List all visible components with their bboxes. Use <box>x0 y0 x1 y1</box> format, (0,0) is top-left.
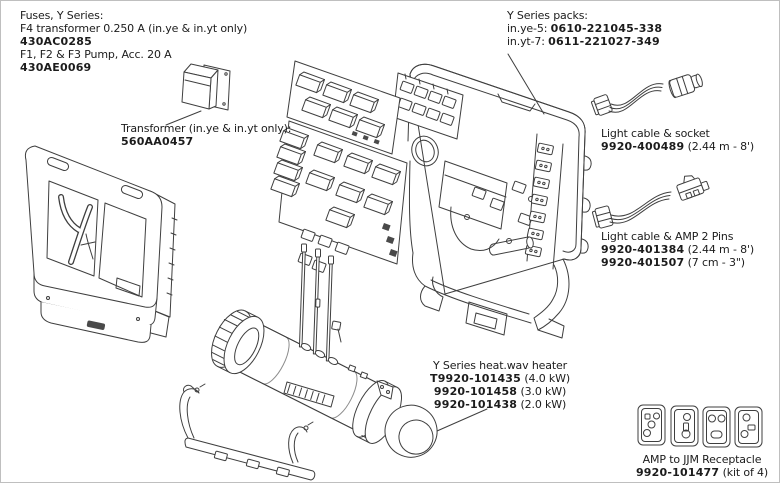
light-socket-size: (2.44 m - 8') <box>684 140 754 153</box>
cable-end-connector <box>590 94 613 116</box>
heater-stud <box>331 320 342 343</box>
packs-line1: in.ye-5: 0610-221045-338 <box>507 22 662 35</box>
light-amp-size1: (2.44 m - 8') <box>684 243 754 256</box>
packs-title: Y Series packs: <box>507 9 588 22</box>
fuses-part1: 430AC0285 <box>20 35 92 48</box>
cover-handle-slot <box>120 184 144 200</box>
chassis-left-foot <box>412 252 444 312</box>
light-socket-part: 9920-400489 <box>601 140 685 153</box>
heater-terminal-strip <box>283 381 335 408</box>
heater-probe <box>325 255 339 366</box>
heater-line3: 9920-101438 (2.0 kW) <box>421 398 579 411</box>
fuses-desc2: F1, F2 & F3 Pump, Acc. 20 A <box>20 48 172 61</box>
receptacle-title: AMP to JJM Receptacle <box>642 453 762 466</box>
packs-label: Y Series packs: in.ye-5: 0610-221045-338… <box>507 9 662 48</box>
receptacle-plate-icon <box>734 406 763 448</box>
light-amp-title: Light cable & AMP 2 Pins <box>601 230 734 243</box>
fuses-label: Fuses, Y Series: F4 transformer 0.250 A … <box>20 9 247 74</box>
pcb-lower-art <box>270 120 408 274</box>
light-amp-size2: (7 cm - 3") <box>684 256 745 269</box>
chassis-terminal-cluster <box>392 72 464 140</box>
heater-mount-tab <box>376 380 394 400</box>
brand-label <box>86 320 106 330</box>
receptacle-plate-icon <box>637 404 666 446</box>
light-socket-connector <box>668 73 703 99</box>
transformer-label: Transformer (in.ye & in.yt only): 560AA0… <box>121 122 291 148</box>
chassis-spout <box>488 236 534 256</box>
fuses-title: Fuses, Y Series: <box>20 9 104 22</box>
receptacle-line: 9920-101477 (kit of 4) <box>629 466 775 479</box>
transformer-art <box>181 63 231 111</box>
transformer-title: Transformer (in.ye & in.yt only): <box>121 122 292 135</box>
packs-part1: 0610-221045-338 <box>550 22 663 35</box>
chassis-top-notch <box>497 93 536 112</box>
light-amp-line1: 9920-401384 (2.44 m - 8') <box>601 243 754 256</box>
heater-left-coupler <box>211 309 265 375</box>
chassis-center-foot <box>465 301 508 336</box>
receptacle-label: AMP to JJM Receptacle 9920-101477 (kit o… <box>629 453 775 479</box>
light-socket-title: Light cable & socket <box>601 127 710 140</box>
leader-line-transformer <box>165 110 202 126</box>
light-amp-part2: 9920-401507 <box>601 256 685 269</box>
heater-probe <box>312 248 326 359</box>
leader-line-heater <box>436 408 488 432</box>
heater-title: Y Series heat.wav heater <box>432 359 568 372</box>
cable-end-connector <box>591 205 614 229</box>
pack-front-cover-art <box>24 145 178 343</box>
heater-assembly-art <box>211 243 438 458</box>
receptacle-plates-art <box>637 404 763 448</box>
chassis-round-hole <box>411 135 439 167</box>
receptacle-part: 9920-101477 <box>635 466 720 479</box>
packs-part2: 0611-221027-349 <box>548 35 660 48</box>
pack-chassis-art <box>392 63 592 339</box>
receptacle-plate-icon <box>670 405 699 447</box>
heater-size3: (2.0 kW) <box>517 398 567 411</box>
amp-2pin-connector <box>676 175 710 201</box>
chassis-right-foot <box>533 258 570 331</box>
transformer-part: 560AA0457 <box>121 135 194 148</box>
light-amp-line2: 9920-401507 (7 cm - 3") <box>601 256 754 269</box>
heater-line2: 9920-101458 (3.0 kW) <box>421 385 579 398</box>
heater-line1: T9920-101435 (4.0 kW) <box>421 372 579 385</box>
packs-model2: in.yt-7: <box>507 35 549 48</box>
y-logo-dagger <box>80 233 96 260</box>
light-amp-label: Light cable & AMP 2 Pins 9920-401384 (2.… <box>601 230 754 269</box>
light-socket-line: 9920-400489 (2.44 m - 8') <box>601 140 754 153</box>
cover-handle-slot <box>46 156 70 172</box>
heater-label: Y Series heat.wav heater T9920-101435 (4… <box>421 359 579 411</box>
receptacle-size: (kit of 4) <box>719 466 769 479</box>
heater-part1: T9920-101435 <box>430 372 522 385</box>
packs-line2: in.yt-7: 0611-221027-349 <box>507 35 662 48</box>
receptacle-plate-icon <box>702 406 731 448</box>
leader-line-packs <box>507 53 545 115</box>
heater-size2: (3.0 kW) <box>517 385 567 398</box>
heater-size1: (4.0 kW) <box>521 372 570 385</box>
chassis-heater-cradle <box>438 160 508 252</box>
fuses-desc1: F4 transformer 0.250 A (in.ye & in.yt on… <box>20 22 248 35</box>
heater-bracket-art <box>179 383 316 481</box>
pcb-upper-art <box>286 60 401 155</box>
light-socket-label: Light cable & socket 9920-400489 (2.44 m… <box>601 127 754 153</box>
light-cable-socket-art <box>590 73 703 116</box>
y-logo <box>58 194 96 265</box>
light-amp-part1: 9920-401384 <box>601 243 685 256</box>
heater-probe <box>298 243 312 352</box>
heater-part3: 9920-101438 <box>433 398 518 411</box>
heater-right-coupler <box>352 379 438 458</box>
light-cable-amp-art <box>591 175 710 229</box>
heater-part2: 9920-101458 <box>433 385 518 398</box>
packs-model1: in.ye-5: <box>507 22 551 35</box>
fuses-part2: 430AE0069 <box>20 61 92 74</box>
